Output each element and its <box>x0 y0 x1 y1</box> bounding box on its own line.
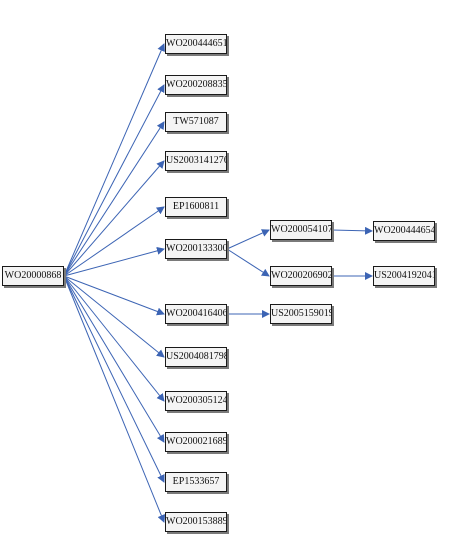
node-wo200444651[interactable]: WO200444651 <box>165 34 227 54</box>
edge-root-to-n12 <box>63 275 166 523</box>
node-wo200208835[interactable]: WO200208835 <box>165 75 227 95</box>
edge-n6-to-n13 <box>226 229 270 250</box>
node-us2004192041[interactable]: US2004192041 <box>373 266 435 286</box>
node-ep1533657[interactable]: EP1533657 <box>165 472 227 492</box>
node-tw571087[interactable]: TW571087 <box>165 112 227 132</box>
edge-root-to-n5 <box>63 206 165 277</box>
node-us2004081798[interactable]: US2004081798 <box>165 347 227 367</box>
edge-root-to-n8 <box>63 275 165 358</box>
node-wo200021689[interactable]: WO200021689 <box>165 432 227 452</box>
node-wo200416406[interactable]: WO200416406 <box>165 304 227 324</box>
edge-n6-to-n14 <box>226 248 270 277</box>
edge-root-to-n1 <box>63 43 165 277</box>
edge-root-to-n11 <box>63 275 165 483</box>
node-us2005159019[interactable]: US2005159019 <box>270 304 332 324</box>
edge-root-to-n9 <box>63 275 165 402</box>
node-wo200153889[interactable]: WO200153889 <box>165 512 227 532</box>
node-wo200305124[interactable]: WO200305124 <box>165 391 227 411</box>
edge-root-to-n4 <box>63 160 165 277</box>
node-wo200054107[interactable]: WO200054107 <box>270 220 332 240</box>
edge-root-to-n3 <box>63 121 165 277</box>
edge-n13-to-n16 <box>331 226 373 235</box>
node-wo200206902[interactable]: WO200206902 <box>270 266 332 286</box>
node-root[interactable]: WO20000868 <box>2 266 64 286</box>
edge-root-to-n10 <box>63 275 165 443</box>
edge-root-to-n6 <box>63 246 165 277</box>
node-ep1600811[interactable]: EP1600811 <box>165 197 227 217</box>
node-us2003141276[interactable]: US2003141276 <box>165 151 227 171</box>
node-wo200444654[interactable]: WO200444654 <box>373 221 435 241</box>
node-wo200133300[interactable]: WO200133300 <box>165 239 227 259</box>
edge-root-to-n7 <box>63 275 165 316</box>
edge-root-to-n2 <box>63 84 165 277</box>
edge-group <box>63 43 373 523</box>
